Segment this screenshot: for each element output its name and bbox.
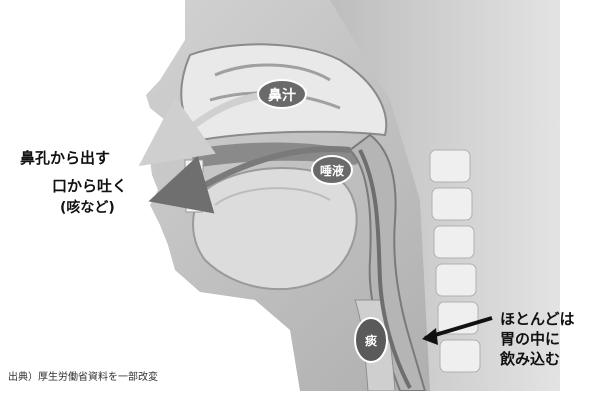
nose-outlet-label: 鼻孔から出す — [20, 149, 110, 167]
mouth-outlet-label-2: (咳など) — [60, 199, 115, 216]
saliva-bubble: 唾液 — [312, 156, 352, 184]
tongue — [193, 168, 357, 289]
mouth-outlet-label-1: 口から吐く — [52, 177, 127, 195]
stomach-label-1: ほとんどは — [500, 310, 575, 328]
phlegm-bubble: 痰 — [355, 318, 387, 362]
lower-teeth — [186, 200, 202, 212]
nasal-mucus-label: 鼻汁 — [268, 87, 296, 104]
phlegm-label: 痰 — [365, 333, 378, 348]
stomach-label-2: 胃の中に — [500, 330, 560, 348]
saliva-label: 唾液 — [320, 163, 344, 178]
nasal-mucus-bubble: 鼻汁 — [258, 80, 306, 108]
source-note: 出典）厚生労働省資料を一部改変 — [8, 370, 158, 383]
upper-teeth — [185, 160, 203, 172]
stomach-label-3: 飲み込む — [499, 350, 560, 368]
